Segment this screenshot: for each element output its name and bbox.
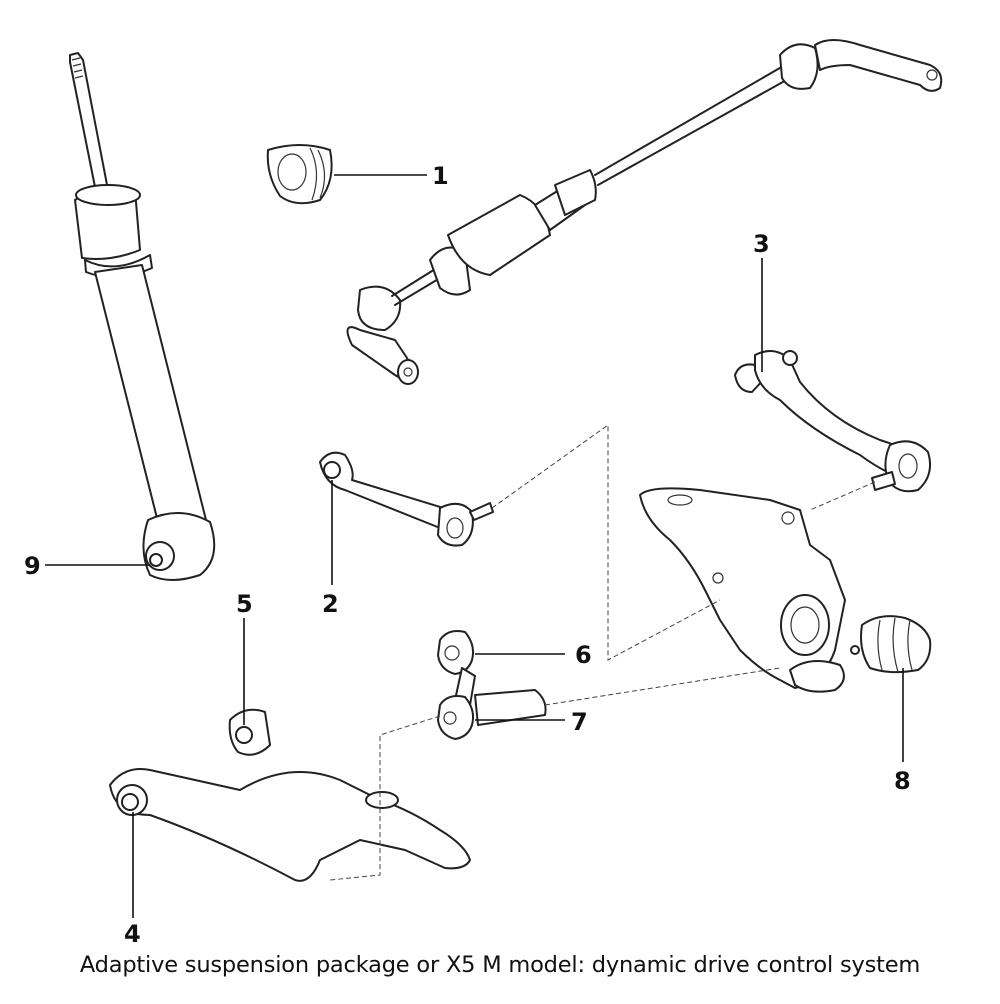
callout-7: 7 — [571, 708, 588, 736]
stabilizer-bar — [346, 39, 943, 385]
leader-lines — [45, 174, 904, 918]
callout-5: 5 — [236, 590, 253, 618]
shock-absorber — [69, 52, 216, 581]
link-assembly — [437, 630, 547, 740]
assembly-lines — [329, 424, 876, 881]
upper-wishbone-arm — [734, 350, 931, 493]
callout-9: 9 — [24, 552, 41, 580]
stabilizer-bushing — [266, 144, 333, 205]
diagram-caption: Adaptive suspension package or X5 M mode… — [79, 952, 921, 978]
callout-6: 6 — [575, 641, 592, 669]
lower-control-arm — [109, 708, 471, 882]
wheel-carrier — [639, 487, 846, 693]
callout-4: 4 — [124, 920, 141, 948]
upper-control-arm — [319, 451, 494, 547]
wheel-carrier-bushing — [850, 615, 932, 674]
callout-3: 3 — [753, 230, 770, 258]
callout-8: 8 — [894, 767, 911, 795]
callout-1: 1 — [432, 162, 449, 190]
callout-2: 2 — [322, 590, 339, 618]
